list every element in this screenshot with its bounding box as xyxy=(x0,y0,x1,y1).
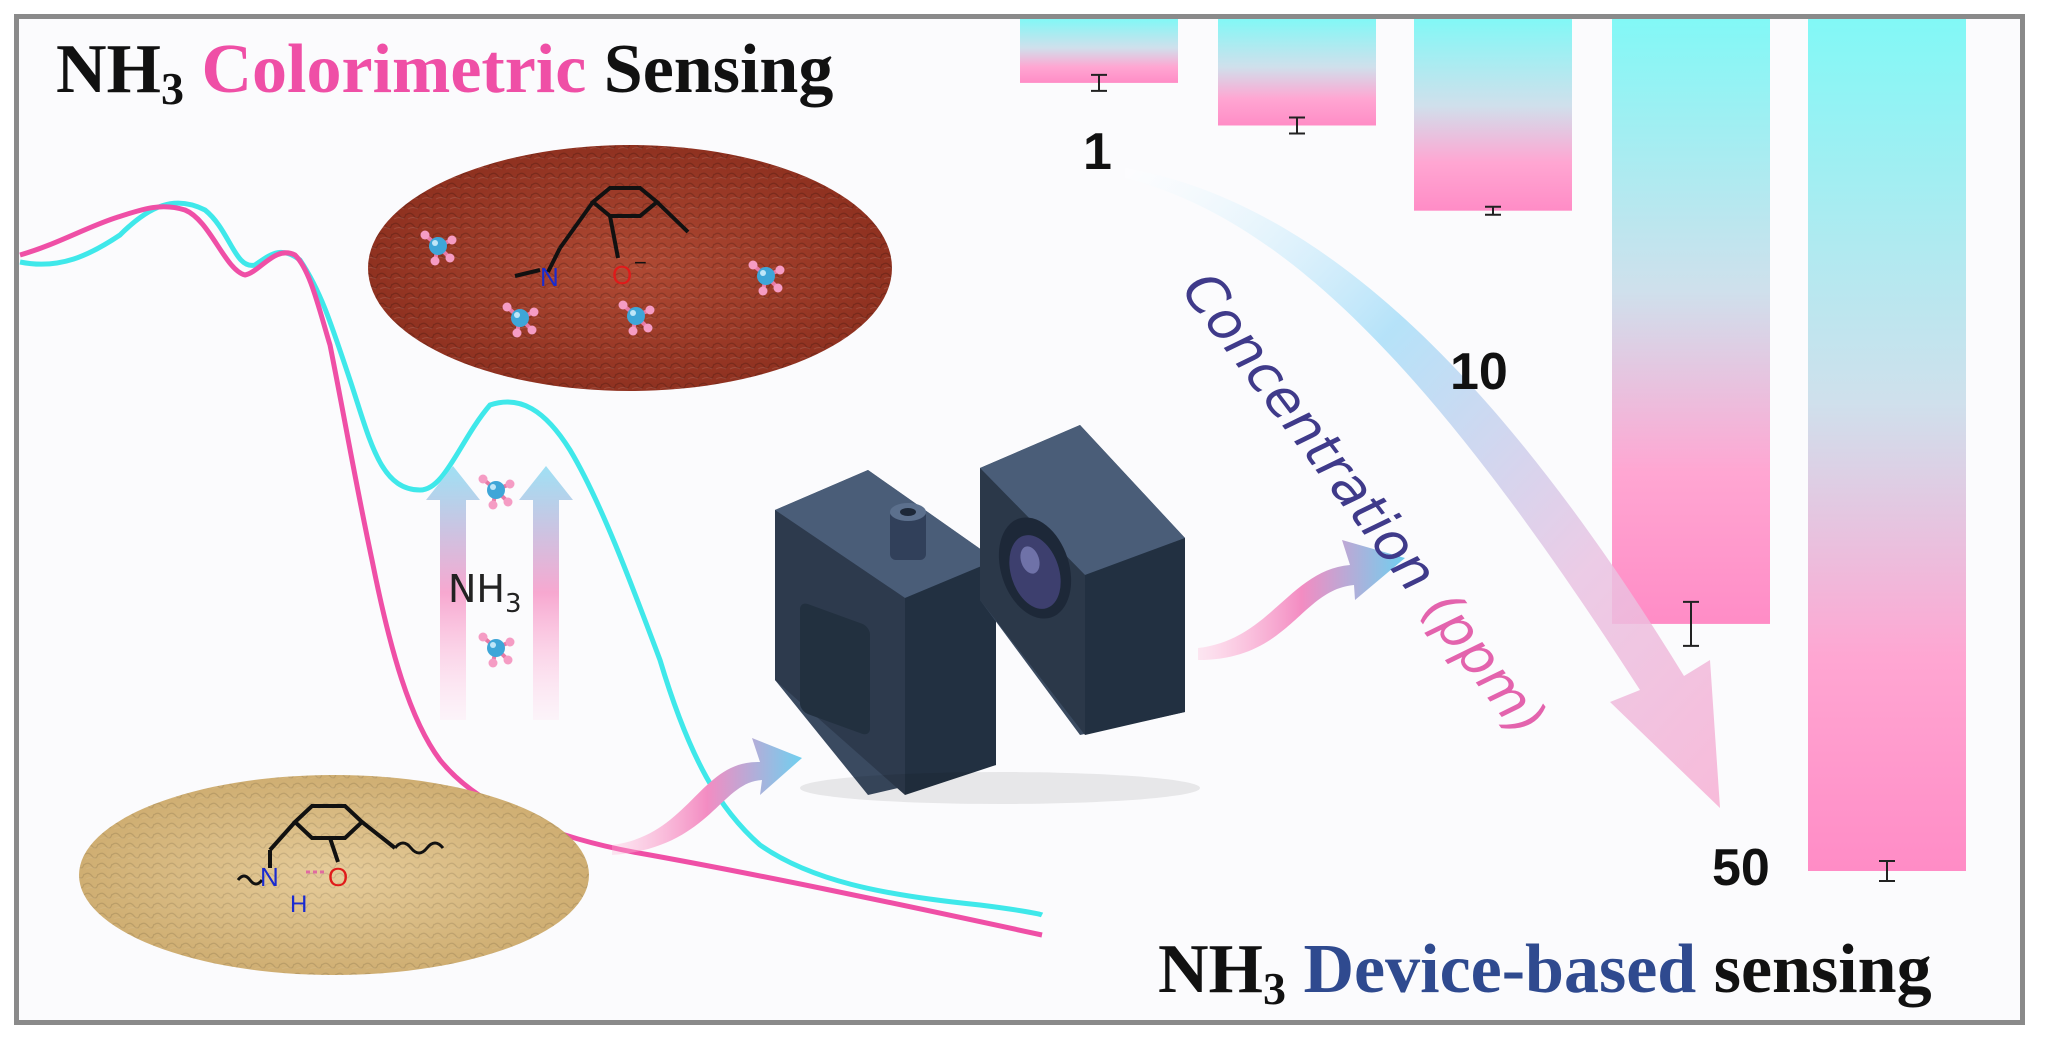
up-arrow-left xyxy=(426,466,480,720)
error-bar xyxy=(1683,600,1699,647)
negative-charge: − xyxy=(634,250,647,275)
concentration-label-10: 10 xyxy=(1450,343,1508,401)
red-film-texture xyxy=(368,145,892,391)
concentration-bar xyxy=(1218,19,1376,126)
concentration-label-1: 1 xyxy=(1083,123,1112,181)
error-bar xyxy=(1485,205,1501,216)
film-to-device-arrow xyxy=(612,738,802,855)
o-atom-top: O xyxy=(612,260,632,290)
nh3-label: NH3 xyxy=(448,567,522,619)
concentration-bar xyxy=(1808,19,1966,871)
concentration-bars xyxy=(1020,19,1966,882)
concentration-bar xyxy=(1414,19,1572,211)
molecule-protonated xyxy=(236,804,445,886)
n-atom-bottom: N xyxy=(260,862,279,892)
sensor-device-left xyxy=(775,470,996,795)
concentration-bar xyxy=(1612,19,1770,624)
device-to-bars-arrow xyxy=(1198,540,1405,660)
sensor-device-right xyxy=(980,425,1185,735)
nh3-molecule xyxy=(476,630,517,670)
o-atom-bottom: O xyxy=(328,862,348,892)
tan-film-texture xyxy=(79,775,589,975)
error-bar xyxy=(1879,860,1895,882)
device-shadow xyxy=(800,772,1200,804)
concentration-label-50: 50 xyxy=(1712,839,1770,897)
error-bar xyxy=(1289,116,1305,135)
spectrum-cyan-curve xyxy=(19,200,1044,918)
error-bar xyxy=(1091,73,1107,92)
svg-text:(ppm): (ppm) xyxy=(1410,579,1559,747)
svg-text:Concentration: Concentration xyxy=(1170,260,1450,603)
concentration-arrow xyxy=(1125,168,1720,808)
molecule-deprotonated xyxy=(514,186,690,278)
nh3-molecule xyxy=(476,472,517,512)
title-device-based-sensing: NH3 Device-based sensing xyxy=(1158,931,1932,1014)
up-arrow-right xyxy=(519,466,573,720)
concentration-bar xyxy=(1020,19,1178,83)
h-atom-bottom: H xyxy=(290,891,307,918)
spectrum-pink-curve xyxy=(19,204,1043,938)
concentration-axis-label: Concentration (ppm) xyxy=(1170,260,1559,748)
title-colorimetric-sensing: NH3 Colorimetric Sensing xyxy=(56,31,834,114)
n-atom-top: N xyxy=(540,262,559,292)
